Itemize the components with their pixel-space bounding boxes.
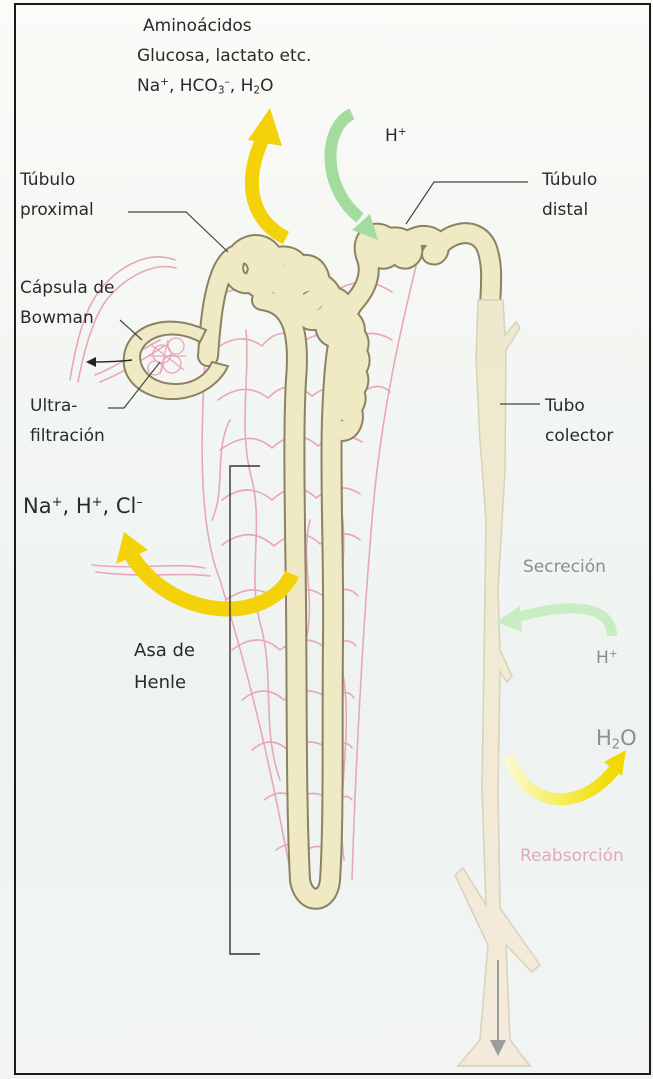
proximal-reabsorption-arrow-head bbox=[248, 108, 282, 146]
label-glucosa-lactato: Glucosa, lactato etc. bbox=[137, 46, 311, 66]
label-asa-line2: Henle bbox=[134, 672, 186, 694]
label-na-hco3-h2o: Na+, HCO3–, H2O bbox=[137, 76, 273, 97]
label-aminoacidos: Aminoácidos bbox=[143, 16, 252, 36]
label-reabsorcion: Reabsorción bbox=[520, 846, 624, 866]
capillary-outline bbox=[245, 330, 280, 780]
label-ions-na-h-cl: Na+, H+, Cl– bbox=[23, 494, 143, 519]
nephron-tubules bbox=[208, 233, 491, 899]
glomerulus-loop bbox=[163, 355, 181, 373]
label-capsula-line2: Bowman bbox=[20, 308, 94, 328]
label-ultra-line1: Ultra- bbox=[30, 396, 77, 416]
capillary-outline bbox=[212, 420, 230, 520]
distal-secretion-arrow bbox=[330, 114, 360, 218]
label-h-plus-top: H+ bbox=[385, 126, 407, 146]
label-tubulo-proximal-line1: Túbulo bbox=[20, 170, 75, 190]
henle-reabsorption-arrow bbox=[132, 556, 292, 609]
duct-reabsorption-arrow bbox=[508, 756, 614, 799]
leader-tubulo-proximal bbox=[128, 212, 228, 252]
afferent-arrow-head bbox=[86, 357, 96, 367]
label-tubulo-distal-line2: distal bbox=[542, 200, 588, 220]
glomerulus-loop bbox=[168, 338, 184, 354]
label-tubulo-distal-line1: Túbulo bbox=[542, 170, 597, 190]
label-tubulo-proximal-line2: proximal bbox=[20, 200, 94, 220]
proximal-reabsorption-arrow bbox=[252, 136, 286, 238]
label-tubo-colector-line2: colector bbox=[545, 426, 613, 446]
label-secrecion: Secreción bbox=[523, 557, 606, 577]
label-ultra-line2: filtración bbox=[30, 426, 105, 446]
duct-secretion-arrow bbox=[514, 608, 612, 636]
label-tubo-colector-line1: Tubo bbox=[545, 396, 585, 416]
label-h-plus-right: H+ bbox=[596, 648, 618, 668]
collecting-duct bbox=[455, 300, 540, 1066]
collecting-duct-body bbox=[455, 300, 540, 1066]
label-h2o-right: H2O bbox=[596, 726, 637, 753]
label-asa-line1: Asa de bbox=[134, 640, 195, 662]
label-capsula-line1: Cápsula de bbox=[20, 278, 115, 298]
leader-tubulo-distal bbox=[406, 182, 528, 224]
